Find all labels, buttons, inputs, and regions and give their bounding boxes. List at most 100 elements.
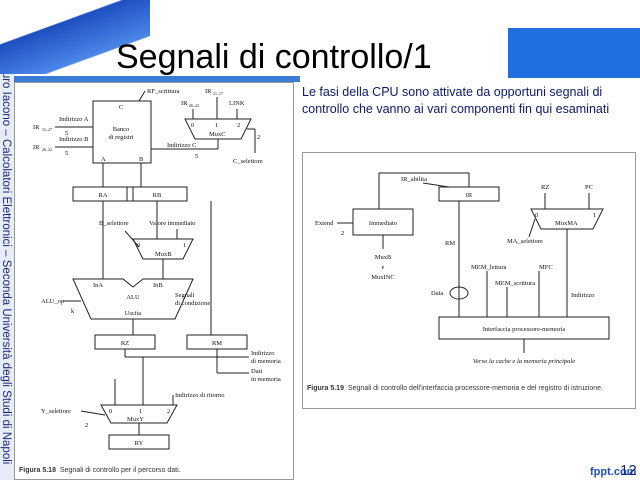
label-5-a: 5 bbox=[65, 130, 68, 137]
label-indirizzo: Indirizzo bbox=[571, 292, 594, 299]
label-k: k bbox=[71, 308, 75, 315]
label-dati-1: Dati bbox=[251, 368, 262, 375]
label-pc: PC bbox=[585, 184, 593, 191]
label-ir-31-27: IR bbox=[33, 124, 40, 131]
label-data: Data bbox=[431, 290, 443, 297]
label-extend: Extend bbox=[315, 220, 334, 227]
decoration-top-left bbox=[0, 0, 150, 74]
muxma-0: 0 bbox=[535, 212, 538, 219]
data-ellipse bbox=[449, 286, 469, 300]
caption-5-19-label: Figura 5.19 bbox=[307, 385, 344, 392]
muxy-2: 2 bbox=[167, 408, 170, 415]
rf-label-2: di registri bbox=[108, 134, 133, 141]
alu-ina: InA bbox=[93, 282, 103, 289]
label-segnali: Segnali bbox=[175, 292, 195, 299]
label-alu-op: ALU_op bbox=[41, 298, 64, 305]
register-ry bbox=[108, 434, 170, 450]
label-ir-26-22-top-sub: 26–22 bbox=[189, 103, 199, 108]
alu bbox=[72, 278, 194, 320]
alu-inb: InB bbox=[153, 282, 163, 289]
immediato-label: Immediato bbox=[369, 220, 397, 227]
datapath-diagram: C Banco di registri A B RF_scrittura Ind… bbox=[33, 88, 281, 450]
label-5-c: 5 bbox=[195, 153, 198, 160]
muxma-label: MuxMA bbox=[555, 220, 578, 227]
ry-label: RY bbox=[135, 440, 144, 447]
label-ir-26-22-left: IR bbox=[33, 144, 40, 151]
rf-port-a: A bbox=[101, 156, 106, 163]
rf-port-b: B bbox=[139, 156, 144, 163]
label-ir-26-22-top: IR bbox=[181, 100, 188, 107]
label-link: LINK bbox=[229, 100, 245, 107]
label-ir-abilita: IR_abilita bbox=[401, 176, 427, 183]
ra-label: RA bbox=[98, 192, 107, 199]
blue-strip bbox=[14, 76, 300, 82]
label-mfc: MFC bbox=[539, 264, 553, 271]
label-indirizzo-a: Indirizzo A bbox=[59, 116, 89, 123]
muxy-1: 1 bbox=[139, 408, 142, 415]
page-number: 12 bbox=[620, 462, 637, 479]
label-indirizzo-memoria-1: Indirizzo bbox=[251, 350, 274, 357]
muxy-0: 0 bbox=[109, 408, 112, 415]
label-5-b: 5 bbox=[65, 150, 68, 157]
label-2-extend: 2 bbox=[341, 230, 344, 237]
label-mem-lettura: MEM_lettura bbox=[471, 264, 506, 271]
muxb-1: 1 bbox=[183, 242, 186, 249]
ir-label: IR bbox=[466, 192, 473, 199]
label-mem-scrittura: MEM_scrittura bbox=[495, 280, 535, 287]
label-2-c: 2 bbox=[257, 134, 260, 141]
label-b-selettore: B_selettore bbox=[99, 220, 129, 227]
figure-5-18: C Banco di registri A B RF_scrittura Ind… bbox=[14, 82, 294, 480]
label-muxinc: MuxINC bbox=[371, 274, 394, 281]
label-e: e bbox=[382, 264, 385, 271]
label-indirizzo-ritorno: Indirizzo di ritorno bbox=[175, 392, 224, 399]
label-rm: RM bbox=[445, 240, 455, 247]
label-rz: RZ bbox=[541, 184, 549, 191]
label-ir-31-27-sub: 31–27 bbox=[42, 127, 52, 132]
register-file bbox=[92, 100, 152, 164]
muxc-0: 0 bbox=[191, 122, 194, 129]
label-2-y: 2 bbox=[85, 422, 88, 429]
label-valore-immediato: Valore immediato bbox=[149, 220, 195, 227]
interfaccia-label: Interfaccia processore-memoria bbox=[483, 326, 566, 333]
label-indirizzo-b: Indirizzo B bbox=[59, 136, 89, 143]
label-ir-21-17-sub: 21–17 bbox=[213, 91, 223, 96]
label-di-condizione: di condizione bbox=[175, 300, 210, 307]
rf-label-1: Banco bbox=[113, 126, 130, 133]
mux-ma bbox=[530, 208, 604, 230]
mux-b bbox=[132, 238, 194, 260]
rm-label: RM bbox=[212, 340, 222, 347]
muxma-1: 1 bbox=[593, 212, 596, 219]
muxb-label: MuxB bbox=[155, 251, 172, 258]
side-text-author: Prof. Ing. Mauro Iacono – Calcolatori El… bbox=[0, 6, 12, 465]
intro-text: Le fasi della CPU sono attivate da oppor… bbox=[302, 85, 610, 116]
muxc-2: 2 bbox=[237, 122, 240, 129]
muxb-0: 0 bbox=[137, 242, 140, 249]
label-indirizzo-c: Indirizzo C bbox=[167, 142, 196, 149]
mux-c bbox=[184, 118, 252, 140]
caption-5-19-text: Segnali di controllo dell'interfaccia pr… bbox=[347, 385, 603, 392]
label-indirizzo-memoria-2: di memoria bbox=[251, 358, 281, 365]
label-y-selettore: Y_selettore bbox=[41, 408, 71, 415]
slide-title: Segnali di controllo/1 bbox=[116, 38, 432, 76]
alu-label: ALU bbox=[126, 294, 140, 301]
caption-5-18-text: Segnali di controllo per il percorso dat… bbox=[59, 467, 181, 474]
muxy-label: MuxY bbox=[127, 416, 144, 423]
decoration-top-right bbox=[508, 28, 640, 78]
label-muxb: MuxB bbox=[375, 254, 392, 261]
label-c-selettore: C_selettore bbox=[233, 158, 263, 165]
rz-label: RZ bbox=[121, 340, 129, 347]
label-dati-2: in memoria bbox=[251, 376, 281, 383]
muxc-1: 1 bbox=[215, 122, 218, 129]
rf-port-c: C bbox=[119, 104, 123, 111]
label-ma-selettore: MA_selettore bbox=[507, 238, 543, 245]
memory-interface-diagram: IR IR_abilita Immediato Extend 2 MuxB e … bbox=[315, 172, 610, 365]
label-verso: Verso la cache e la memoria principale bbox=[473, 358, 575, 365]
label-ir-26-22-left-sub: 26–22 bbox=[42, 147, 52, 152]
figure-5-19: IR IR_abilita Immediato Extend 2 MuxB e … bbox=[302, 152, 636, 409]
label-rf-scrittura: RF_scrittura bbox=[147, 88, 180, 95]
rb-label: RB bbox=[153, 192, 162, 199]
brand-logo: fppt.com bbox=[590, 466, 637, 478]
mux-y bbox=[100, 404, 178, 424]
